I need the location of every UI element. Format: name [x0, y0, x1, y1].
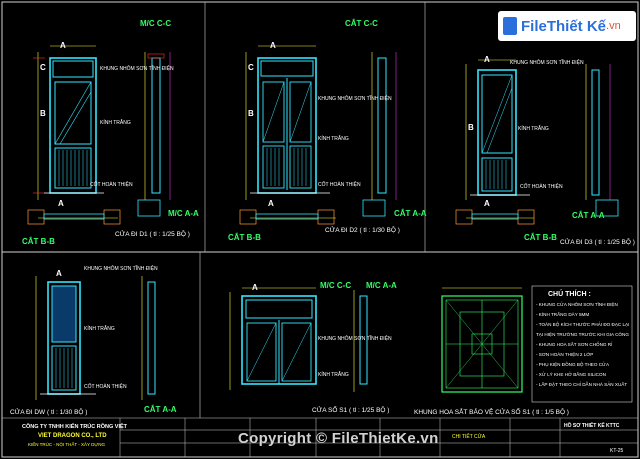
marker-c-d1: C	[40, 63, 46, 72]
door-d1-plan	[27, 199, 161, 225]
notes-line: - KHUNG CỬA NHÔM SƠN TĨNH ĐIỆN	[536, 300, 618, 307]
marker-a-s1: A	[252, 283, 258, 292]
heading-cat-cc-2: CẮT C-C	[345, 19, 378, 28]
marker-b-d1: B	[40, 109, 46, 118]
note-kinh-trang-dw: KÍNH TRẮNG	[84, 324, 115, 332]
sheet-label: HỒ SƠ THIẾT KẾ KTTC	[564, 422, 620, 429]
company-name-en: VIET DRAGON CO., LTD	[38, 433, 107, 439]
heading-cat-aa-3: CẮT A-A	[572, 211, 605, 220]
marker-b-d2: B	[248, 109, 254, 118]
section-headings: M/C C-C CẮT C-C M/C A-A CẮT A-A CẮT A-A …	[22, 19, 605, 414]
window-s1-section	[353, 290, 368, 392]
heading-mc-cc-5: M/C C-C	[320, 281, 351, 290]
sheet-number: KT-25	[610, 448, 624, 454]
title-s1: CỬA SỔ S1 ( tl : 1/25 BỘ )	[312, 405, 389, 414]
marker-a-dw: A	[56, 269, 62, 278]
marker-a-d3: A	[484, 55, 490, 64]
door-d1-section	[144, 52, 171, 200]
heading-cat-bb-1: CẮT B-B	[22, 237, 55, 246]
heading-mc-cc-1: M/C C-C	[140, 19, 171, 28]
heading-cat-aa-4: CẮT A-A	[144, 405, 177, 414]
heading-mc-aa-1: M/C A-A	[168, 209, 199, 218]
notes-line: TẠI HIỆN TRƯỜNG TRƯỚC KHI GIA CÔNG	[536, 330, 629, 337]
heading-mc-aa-5: M/C A-A	[366, 281, 397, 290]
note-kinh-trang-d2: KÍNH TRẮNG	[318, 134, 349, 142]
title-block	[2, 417, 638, 457]
notes-line: - KÍNH TRẮNG DÀY 5MM	[536, 310, 589, 317]
notes-box	[531, 285, 633, 403]
logo-tld: .vn	[606, 20, 621, 32]
door-d3-section	[585, 64, 611, 200]
marker-a-d2: A	[270, 41, 276, 50]
marker-a-d2-bottom: A	[268, 199, 274, 208]
title-dw: CỬA ĐI DW ( tl : 1/30 BỘ )	[10, 407, 87, 416]
door-dw-elevation	[35, 276, 96, 400]
door-d1-elevation	[33, 45, 104, 200]
grille-elevation	[441, 295, 523, 393]
title-d2: CỬA ĐI D2 ( tl : 1/30 BỘ )	[325, 225, 400, 234]
note-khung-nhom-d3: KHUNG NHÔM SƠN TĨNH ĐIỆN	[510, 58, 584, 66]
note-khung-nhom-s1: KHUNG NHÔM SƠN TĨNH ĐIỆN	[318, 334, 392, 342]
heading-cat-bb-3: CẮT B-B	[524, 233, 557, 242]
copyright-watermark: Copyright © FileThietKe.vn	[238, 430, 439, 447]
drawing-title: CHI TIẾT CỬA	[452, 433, 486, 440]
door-d2-plan	[239, 199, 386, 225]
marker-b-d3: B	[468, 123, 474, 132]
title-d3: CỬA ĐI D3 ( tl : 1/25 BỘ )	[560, 237, 635, 246]
marker-a-d1-bottom: A	[58, 199, 64, 208]
door-d2-section	[371, 52, 397, 200]
note-cot-ht-d2: CỐT HOÀN THIỆN	[318, 180, 361, 188]
notes-panel: CHÚ THÍCH : - KHUNG CỬA NHÔM SƠN TĨNH ĐI…	[536, 289, 629, 387]
notes-line: - SƠN HOÀN THIỆN 2 LỚP	[536, 350, 593, 357]
note-cot-ht-dw: CỐT HOÀN THIỆN	[84, 382, 127, 390]
door-dw-section	[141, 276, 156, 400]
heading-cat-aa-2: CẮT A-A	[394, 209, 427, 218]
company-name: CÔNG TY TNHH KIẾN TRÚC RỒNG VIỆT	[22, 422, 128, 430]
marker-a-d3-bottom: A	[484, 199, 490, 208]
notes-line: - XỬ LÝ KHE HỞ BẰNG SILICON	[536, 370, 606, 377]
door-d3-plan	[455, 199, 619, 225]
marker-c-d2: C	[248, 63, 254, 72]
section-markers: A C B A A C B A A B A A A	[40, 41, 490, 292]
notes-line: - PHỤ KIỆN ĐỒNG BỘ THEO CỬA	[536, 360, 610, 367]
door-d3-elevation	[465, 59, 530, 200]
notes-title: CHÚ THÍCH :	[548, 289, 591, 298]
drawing-titles: CỬA ĐI D1 ( tl : 1/25 BỘ ) CỬA ĐI D2 ( t…	[10, 225, 635, 416]
window-s1-elevation	[229, 287, 317, 390]
note-khung-nhom-dw: KHUNG NHÔM SƠN TĨNH ĐIỆN	[84, 264, 158, 272]
notes-line: - TOÀN BỘ KÍCH THƯỚC PHẢI ĐO ĐẠC LẠI	[536, 321, 629, 327]
company-subtitle: KIẾN TRÚC - NỘI THẤT - XÂY DỰNG	[28, 441, 106, 447]
note-kinh-trang-d3: KÍNH TRẮNG	[518, 124, 549, 132]
note-kinh-trang-d1: KÍNH TRẮNG	[100, 118, 131, 126]
door-d2-elevation	[245, 45, 330, 200]
logo-brand: FileThiết Kế	[521, 17, 607, 35]
note-khung-nhom-d2: KHUNG NHÔM SƠN TĨNH ĐIỆN	[318, 94, 392, 102]
notes-line: - LẮP ĐẶT THEO CHỈ DẪN NHÀ SẢN XUẤT	[536, 380, 627, 387]
note-kinh-trang-s1: KÍNH TRẮNG	[318, 370, 349, 378]
note-cot-ht-d3: CỐT HOÀN THIỆN	[520, 182, 563, 190]
title-d1: CỬA ĐI D1 ( tl : 1/25 BỘ )	[115, 229, 190, 238]
site-logo[interactable]: FileThiết Kế .vn	[498, 11, 636, 41]
marker-a-d1: A	[60, 41, 66, 50]
annotations: KHUNG NHÔM SƠN TĨNH ĐIỆN KÍNH TRẮNG CỐT …	[84, 58, 584, 390]
title-grille: KHUNG HOA SẮT BẢO VỆ CỬA SỔ S1 ( tl : 1/…	[414, 407, 569, 416]
title-block-text: CÔNG TY TNHH KIẾN TRÚC RỒNG VIỆT VIET DR…	[22, 422, 624, 454]
heading-cat-bb-2: CẮT B-B	[228, 233, 261, 242]
notes-line: - KHUNG HOA SẮT SƠN CHỐNG RỈ	[536, 340, 613, 347]
note-cot-ht-d1: CỐT HOÀN THIỆN	[90, 180, 133, 188]
note-khung-nhom-d1: KHUNG NHÔM SƠN TĨNH ĐIỆN	[100, 64, 174, 72]
logo-mark-icon	[503, 17, 517, 35]
